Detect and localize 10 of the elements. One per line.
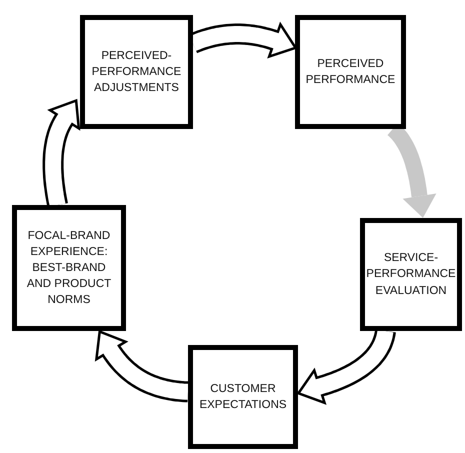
- box-label: FOCAL-BRAND EXPERIENCE: BEST-BRAND AND PRODUCT NORMS: [26, 228, 112, 308]
- process-box: [80, 15, 193, 129]
- process-box: [188, 345, 298, 449]
- box-label: CUSTOMER EXPECTATIONS: [198, 382, 288, 413]
- box-label: PERCEIVED-PERFORMANCE ADJUSTMENTS: [90, 48, 182, 96]
- process-box: [295, 15, 406, 129]
- process-box: [12, 205, 126, 331]
- process-box: [360, 218, 462, 331]
- box-label: PERCEIVED PERFORMANCE: [304, 56, 396, 88]
- box-label: SERVICE-PERFORMANCE EVALUATION: [366, 251, 456, 299]
